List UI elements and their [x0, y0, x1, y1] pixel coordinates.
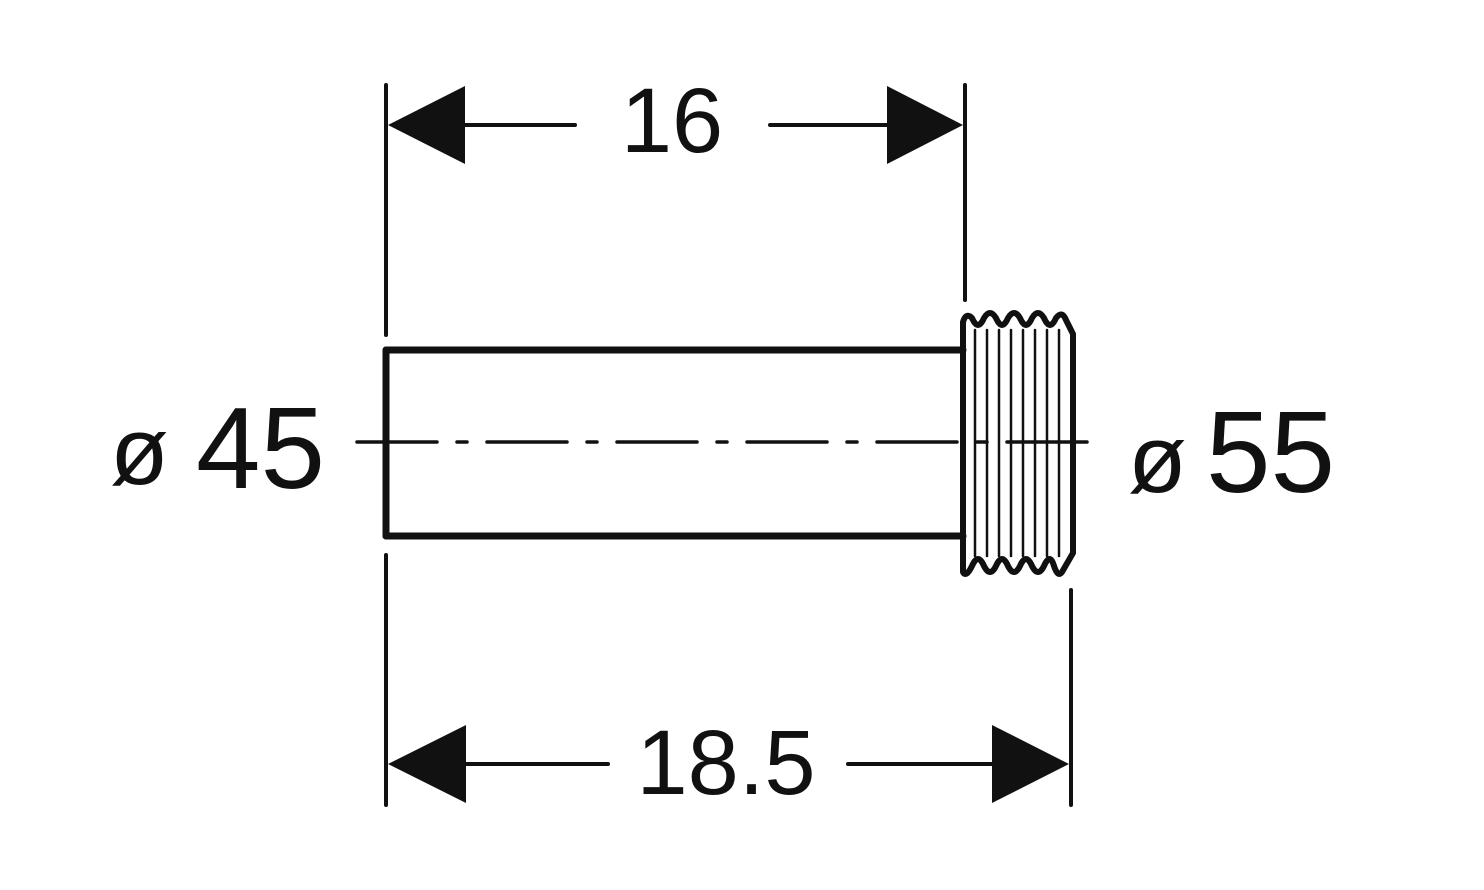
right-diameter-label: ø 55 [1128, 387, 1335, 517]
right-diameter-value: 55 [1206, 387, 1335, 517]
bottom-dimension: 18.5 [388, 712, 1069, 814]
top-arrowhead-left [388, 86, 465, 164]
left-diameter-value: 45 [196, 383, 325, 513]
left-diameter-label: ø 45 [110, 383, 325, 513]
bottom-dimension-label: 18.5 [636, 712, 815, 814]
bottom-arrowhead-right [992, 725, 1069, 803]
top-arrowhead-right [887, 86, 963, 164]
bottom-arrowhead-left [388, 725, 466, 803]
left-diameter-symbol: ø [110, 398, 169, 505]
top-dimension: 16 [388, 70, 963, 172]
thread-outline [960, 310, 1076, 577]
right-diameter-symbol: ø [1128, 406, 1187, 513]
top-dimension-label: 16 [621, 70, 723, 172]
